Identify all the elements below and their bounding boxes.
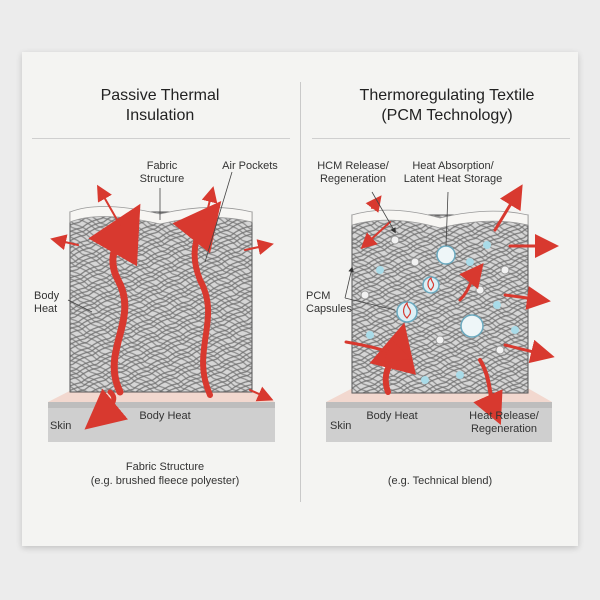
left-panel-title: Passive Thermal Insulation (100, 87, 220, 124)
right-title-rule (312, 138, 570, 139)
right-body-heat-label: Body Heat (366, 410, 418, 422)
left-fabric-block (69, 206, 253, 393)
pcm-capsules (360, 235, 519, 384)
left-heat-arrows (50, 184, 274, 430)
body-heat-side-label: Body Heat (34, 290, 60, 315)
hcm-release-label: HCM Release/ Regeneration (317, 160, 389, 185)
heat-absorption-label: Heat Absorption/ Latent Heat Storage (403, 160, 503, 185)
right-panel-title: Thermoregulating Textile (PCM Technology… (359, 87, 535, 124)
left-callout-lines (67, 171, 233, 313)
left-skin-label: Skin (50, 420, 72, 432)
right-skin-label: Skin (330, 420, 352, 432)
panel-divider (300, 82, 301, 502)
right-caption: (e.g. Technical blend) (387, 475, 493, 487)
air-pockets-label: Air Pockets (222, 160, 278, 172)
fabric-structure-label: Fabric Structure (139, 160, 185, 185)
flame-icon (402, 276, 435, 319)
pcm-capsules-label: PCM Capsules (306, 290, 352, 315)
left-title-rule (32, 138, 290, 139)
right-heat-arrows (344, 184, 559, 425)
left-caption: Fabric Structure (e.g. brushed fleece po… (90, 461, 240, 487)
right-fabric-block (351, 209, 529, 394)
heat-release-label: Heat Release/ Regeneration (469, 410, 539, 435)
body-heat-bottom-label: Body Heat (139, 410, 191, 422)
right-callout-lines (344, 191, 449, 311)
